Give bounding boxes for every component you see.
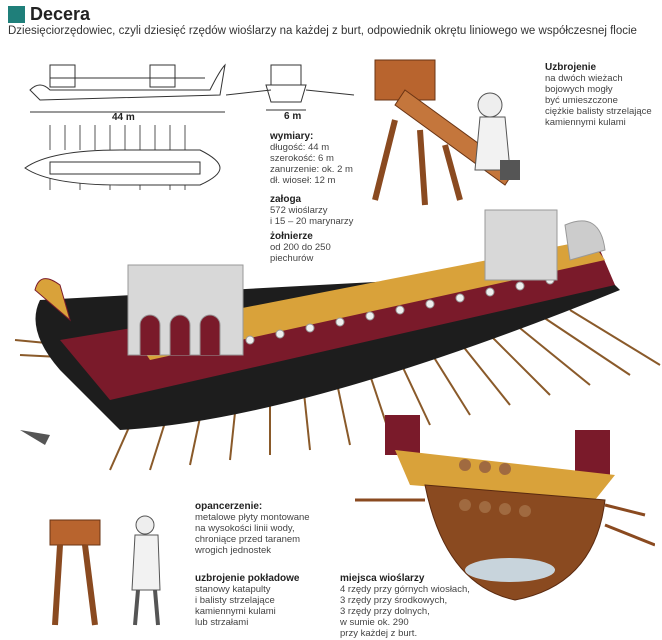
tower-front: [127, 264, 244, 356]
ballista-illustration: [372, 59, 520, 206]
tower-rear: [484, 209, 558, 281]
main-ship-illustration: [14, 209, 661, 471]
length-label: 44 m: [112, 112, 135, 123]
ship-side-view: [24, 63, 226, 190]
hull-cross-section: [355, 415, 655, 601]
rower-seats-note: miejsca wioślarzy 4 rzędy przy górnych w…: [340, 573, 470, 639]
ship-cross-section: [226, 64, 355, 111]
page-title: Decera: [30, 4, 91, 24]
logo-icon: [8, 6, 25, 23]
deck-weapon-illustration: [49, 515, 161, 626]
width-label: 6 m: [284, 111, 302, 122]
page-subtitle: Dziesięciorzędowiec, czyli dziesięć rzęd…: [8, 25, 637, 37]
